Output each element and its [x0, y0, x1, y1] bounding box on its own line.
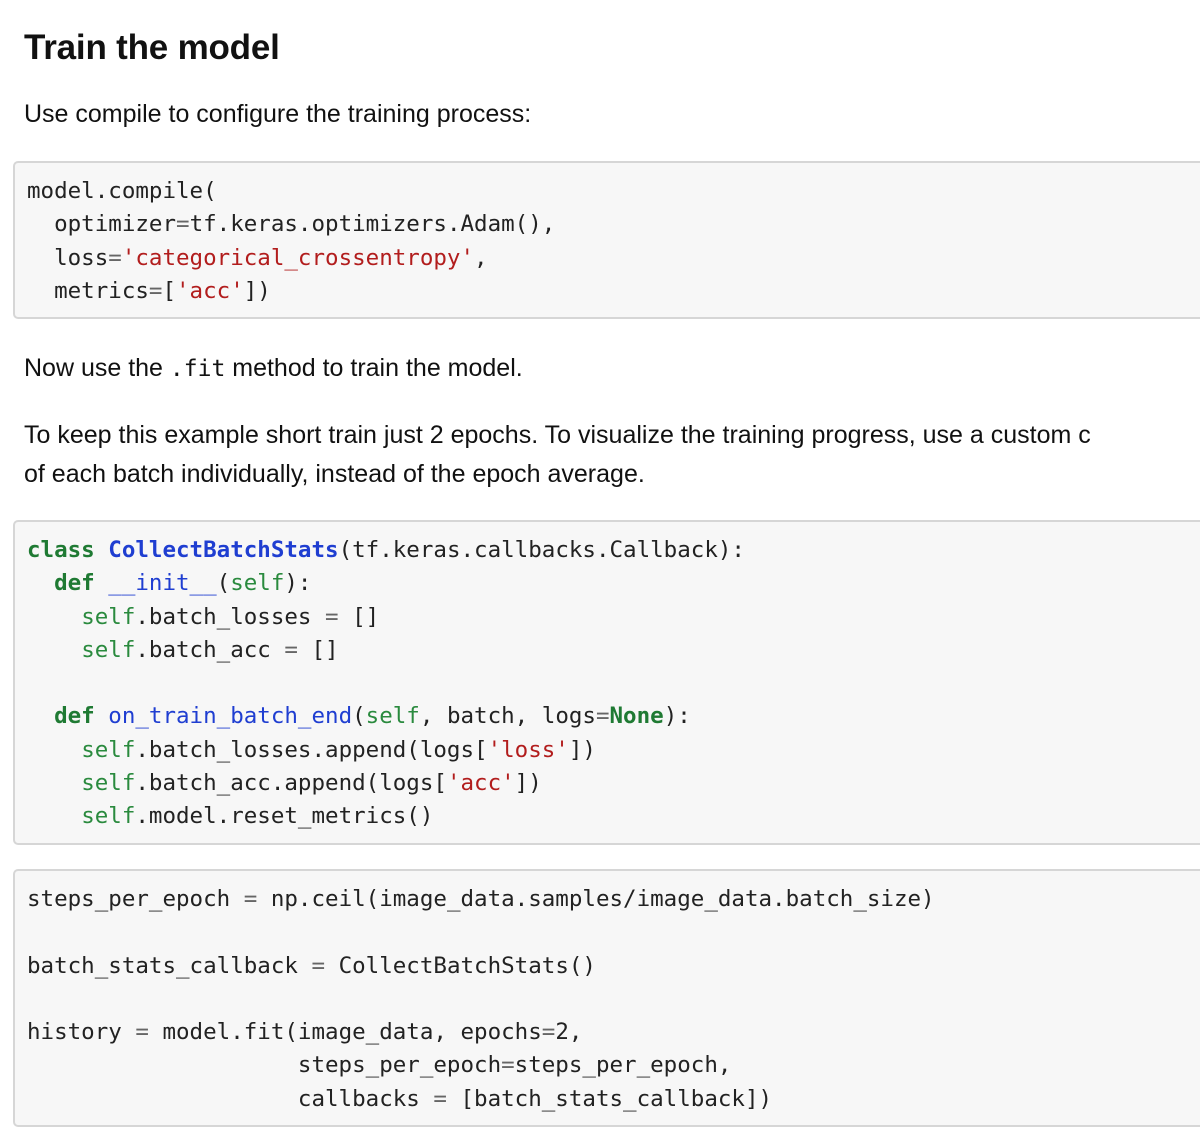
- epochs-line-1: To keep this example short train just 2 …: [24, 421, 1091, 449]
- fit-paragraph: Now use the .fit method to train the mod…: [24, 349, 523, 389]
- fit-text-before: Now use the: [24, 354, 170, 382]
- fit-inline-code: .fit: [169, 356, 226, 382]
- epochs-line-2: of each batch individually, instead of t…: [24, 460, 645, 488]
- section-heading: Train the model: [24, 28, 280, 67]
- code-fit[interactable]: steps_per_epoch = np.ceil(image_data.sam…: [27, 886, 935, 1112]
- code-callback[interactable]: class CollectBatchStats(tf.keras.callbac…: [27, 537, 745, 830]
- code-cell-compile[interactable]: model.compile( optimizer=tf.keras.optimi…: [13, 161, 1200, 319]
- epochs-paragraph: To keep this example short train just 2 …: [24, 416, 1091, 494]
- code-cell-callback[interactable]: class CollectBatchStats(tf.keras.callbac…: [13, 520, 1200, 845]
- fit-text-after: method to train the model.: [225, 354, 523, 382]
- intro-paragraph: Use compile to configure the training pr…: [24, 100, 532, 128]
- code-compile[interactable]: model.compile( optimizer=tf.keras.optimi…: [27, 178, 556, 304]
- code-cell-fit[interactable]: steps_per_epoch = np.ceil(image_data.sam…: [13, 869, 1200, 1127]
